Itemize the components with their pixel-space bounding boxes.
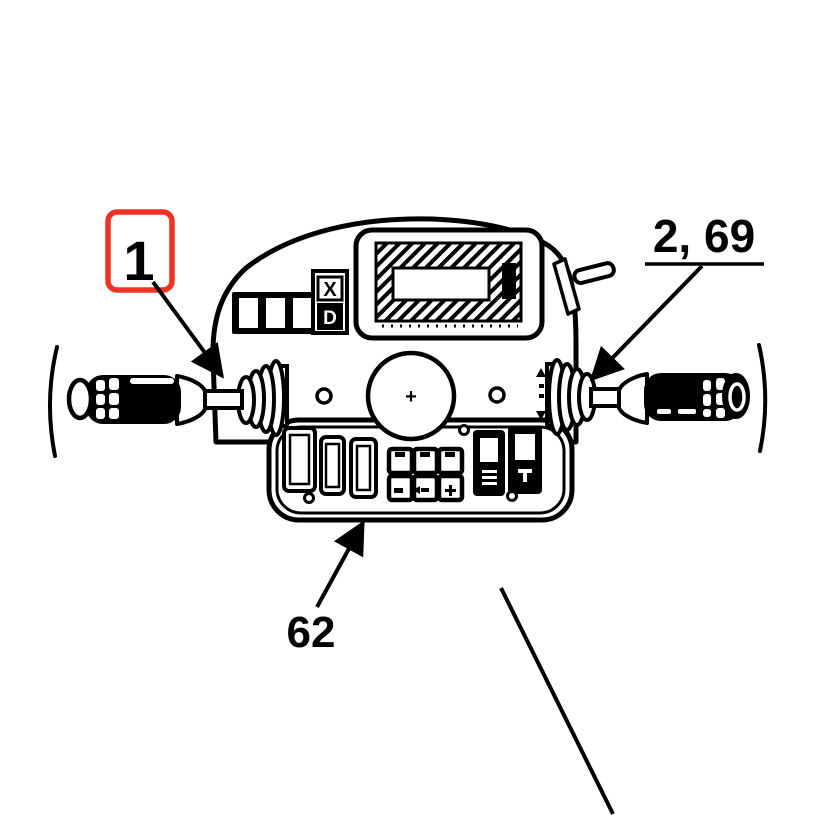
rocker-switch-right — [508, 426, 542, 494]
right-stalk-boot — [547, 358, 597, 436]
display-side-bar — [502, 263, 516, 299]
rocker-slot-2 — [319, 435, 346, 496]
steering-column-center: + — [315, 350, 506, 442]
cluster-button-3 — [436, 446, 465, 476]
callout-62-label[interactable]: 62 — [287, 608, 336, 657]
mount-hole-right — [488, 386, 506, 404]
rocker-left-lines-icon — [482, 470, 497, 485]
right-bracket-arc — [757, 343, 768, 453]
instrument-display — [353, 227, 545, 341]
callout-1-label[interactable]: 1 — [123, 229, 154, 292]
block-button-2 — [266, 298, 285, 328]
rocker-switch-left — [473, 430, 505, 496]
callout-2-69[interactable]: 2, 69 — [589, 210, 764, 382]
left-stalk-shaft — [202, 389, 244, 410]
key-lever — [572, 261, 616, 285]
rocker-left-window — [480, 438, 498, 462]
right-stalk-motion-arrows — [536, 368, 546, 420]
right-handle-end-ring — [728, 382, 746, 412]
cluster-button-2-icon — [420, 452, 430, 457]
left-stalk-cone — [175, 374, 207, 426]
right-handle-highlights — [657, 409, 696, 414]
right-stalk-cone — [617, 372, 649, 425]
left-stalk-handle — [66, 375, 181, 424]
x-button-icon: X — [323, 279, 337, 301]
callout-2-69-label[interactable]: 2, 69 — [653, 210, 755, 262]
d-button-icon: D — [323, 308, 337, 329]
column-center-circle — [365, 350, 457, 442]
x-button — [316, 275, 344, 302]
block-button-3 — [293, 298, 312, 328]
cluster-button-1-icon — [395, 452, 405, 457]
callout-1[interactable]: 1 — [105, 209, 224, 379]
rocker-slot-1 — [282, 426, 317, 493]
callout-62-leader-line — [315, 520, 365, 608]
console-side-trim — [552, 257, 581, 316]
callout-1-box — [105, 209, 175, 293]
xd-button-unit: X D — [311, 269, 349, 335]
right-stalk-handle — [644, 373, 750, 421]
callout-62[interactable]: 62 — [287, 520, 365, 657]
left-handle-highlight — [130, 378, 174, 384]
cluster-button-4-icon — [394, 488, 403, 493]
cluster-button-3-icon — [445, 452, 455, 457]
right-control-stalk — [545, 358, 750, 436]
block-button-1 — [239, 298, 258, 328]
mount-hole-left — [315, 387, 333, 405]
three-button-block — [232, 292, 320, 334]
rocker-slot-3 — [349, 437, 378, 499]
left-control-stalk — [66, 359, 289, 437]
display-window — [391, 266, 491, 302]
center-cross-icon: + — [405, 386, 417, 408]
left-stalk-boot — [236, 359, 286, 437]
cluster-button-5-arrow-icon — [413, 486, 429, 494]
offscreen-leader-line — [499, 587, 615, 815]
six-button-cluster — [386, 446, 465, 503]
left-handle-end-cap — [66, 377, 94, 421]
rocker-right-window — [515, 434, 535, 460]
left-bracket-arc — [47, 345, 59, 458]
left-handle-ribs — [96, 378, 119, 419]
callout-2-69-leader-line — [589, 264, 704, 382]
cluster-button-6-plus-icon — [445, 485, 456, 496]
d-button — [317, 303, 343, 330]
callout-1-leader-line — [151, 280, 224, 379]
rocker-right-beacon-icon — [518, 469, 532, 482]
